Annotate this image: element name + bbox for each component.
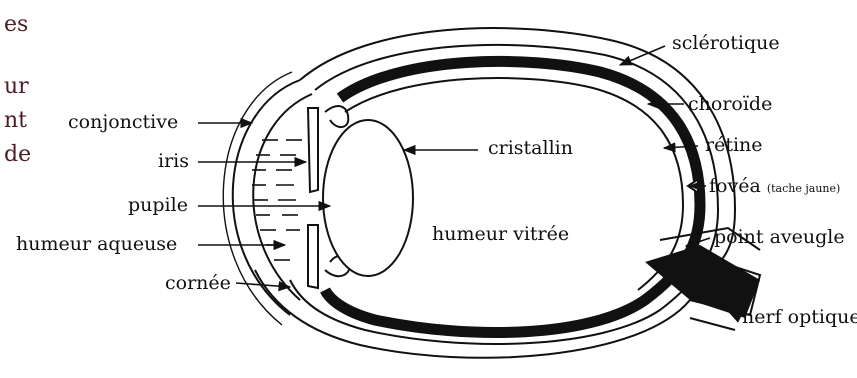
- label-nerf-optique: nerf optique: [742, 308, 857, 327]
- cornea-inner: [253, 94, 312, 300]
- ciliary-upper: [325, 106, 348, 127]
- label-pupile: pupile: [128, 196, 188, 215]
- label-cristallin: cristallin: [488, 139, 573, 158]
- label-cornee: cornée: [165, 274, 231, 293]
- label-fovea-text: fovéa: [709, 175, 761, 197]
- iris-upper: [308, 108, 318, 192]
- optic-nerve-sheath-bottom: [690, 318, 735, 330]
- label-fovea: fovéa (tache jaune): [709, 177, 840, 196]
- lens: [323, 120, 413, 276]
- label-iris: iris: [158, 152, 189, 171]
- label-choroide: choroïde: [688, 95, 772, 114]
- arrow-sclerotique: [620, 46, 665, 65]
- label-point-aveugle: point aveugle: [714, 228, 845, 247]
- aqueous-dashes: [252, 140, 302, 260]
- label-humeur-aqueuse: humeur aqueuse: [16, 235, 177, 254]
- label-conjonctive: conjonctive: [68, 113, 178, 132]
- label-humeur-vitree: humeur vitrée: [432, 225, 569, 244]
- label-retine: rétine: [705, 136, 763, 155]
- label-fovea-note: (tache jaune): [767, 182, 840, 195]
- label-sclerotique: sclérotique: [672, 34, 780, 53]
- iris-lower: [308, 225, 318, 288]
- cornea-outer: [233, 80, 300, 315]
